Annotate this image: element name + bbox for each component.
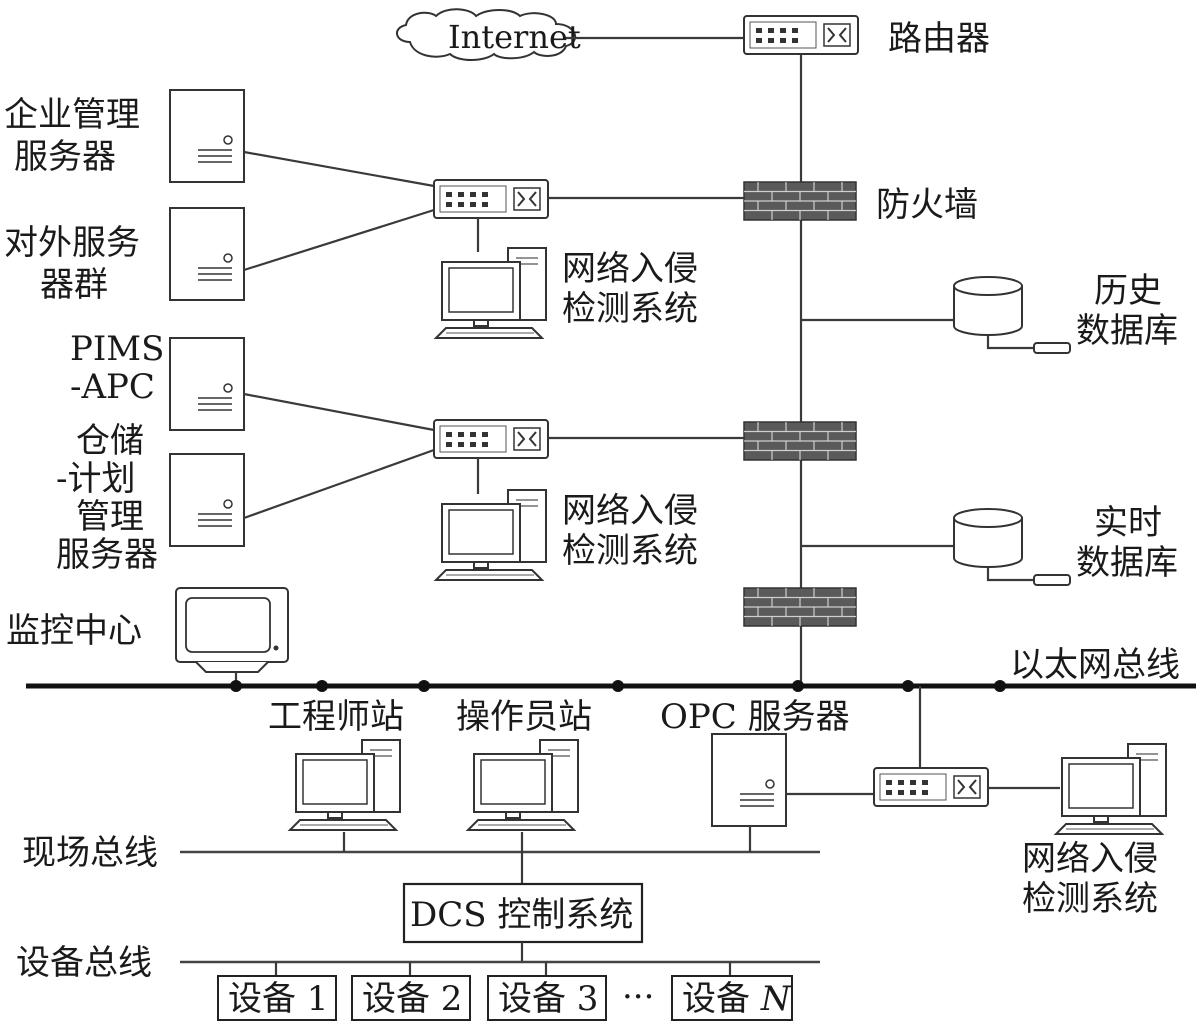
engineer-station-icon [289, 739, 401, 831]
ids-3-icon [1055, 743, 1167, 835]
history-db-label-1: 历史 [1094, 271, 1162, 311]
internet-cloud-icon [396, 8, 577, 61]
dcs-label: DCS 控制系统 [410, 895, 633, 935]
enterprise-link [243, 150, 435, 188]
history-database-icon [952, 275, 1072, 355]
realtime-database-icon [952, 507, 1072, 587]
device-1-box [217, 975, 337, 1021]
switch-3-icon [873, 767, 989, 807]
internet-label: Internet [448, 18, 581, 56]
router-icon [743, 15, 859, 55]
device-n-label: 设备 N [682, 979, 792, 1019]
firewall-icon [743, 181, 857, 221]
device-ellipsis: ··· [622, 977, 654, 1017]
external-servers-label-2: 器群 [40, 265, 108, 305]
ids-1-icon [435, 247, 547, 339]
device-1-label: 设备 1 [228, 979, 328, 1019]
device-n-box [671, 975, 793, 1021]
ids-2-label-1: 网络入侵 [562, 491, 698, 531]
realtime-db-label-2: 数据库 [1076, 543, 1178, 583]
external-link [243, 208, 435, 272]
operator-station-label: 操作员站 [456, 697, 592, 737]
ids-1-label-2: 检测系统 [562, 289, 698, 329]
pims-label-1: PIMS [70, 329, 164, 369]
device-bus-label: 设备总线 [16, 943, 152, 983]
realtime-db-label-1: 实时 [1094, 503, 1162, 543]
field-bus-label: 现场总线 [22, 833, 158, 873]
ids-3-label-2: 检测系统 [1022, 879, 1158, 919]
enterprise-server-label-2: 服务器 [14, 137, 116, 177]
pims-link [243, 392, 435, 432]
storage-label-2: -计划 [56, 459, 136, 499]
external-servers-icon [169, 207, 245, 301]
router-label: 路由器 [888, 19, 990, 59]
device-2-box [351, 975, 471, 1021]
device-3-box [487, 975, 607, 1021]
ethernet-bus-label: 以太网总线 [1010, 645, 1180, 685]
operator-station-icon [467, 739, 579, 831]
device-drops [274, 962, 732, 976]
firewall-2-icon [743, 421, 857, 461]
enterprise-server-label-1: 企业管理 [4, 95, 140, 135]
device-2-label: 设备 2 [362, 979, 462, 1019]
storage-label-3: 管理 [76, 497, 144, 537]
engineer-station-label: 工程师站 [268, 697, 404, 737]
enterprise-server-icon [169, 89, 245, 183]
dcs-box [402, 882, 644, 944]
storage-label-4: 服务器 [56, 535, 158, 575]
ids-2-icon [435, 489, 547, 581]
bus-nodes [230, 680, 1006, 692]
pims-server-icon [169, 337, 245, 431]
external-servers-label-1: 对外服务 [4, 223, 140, 263]
ids-3-label-1: 网络入侵 [1022, 839, 1158, 879]
opc-server-label: OPC 服务器 [660, 697, 850, 737]
storage-server-icon [169, 453, 245, 547]
firewall-3-icon [743, 587, 857, 627]
pims-label-2: -APC [70, 367, 155, 407]
monitor-center-label: 监控中心 [6, 611, 142, 651]
firewall-label: 防火墙 [876, 185, 978, 225]
opc-server-icon [711, 733, 787, 827]
switch-1-icon [433, 179, 549, 219]
field-bus-drops [342, 826, 752, 852]
monitor-center-icon [175, 587, 289, 673]
switch-2-icon [433, 419, 549, 459]
storage-link [243, 448, 435, 520]
ids-1-label-1: 网络入侵 [562, 249, 698, 289]
history-db-label-2: 数据库 [1076, 311, 1178, 351]
device-3-label: 设备 3 [498, 979, 598, 1019]
storage-label-1: 仓储 [76, 421, 144, 461]
ids-2-label-2: 检测系统 [562, 531, 698, 571]
